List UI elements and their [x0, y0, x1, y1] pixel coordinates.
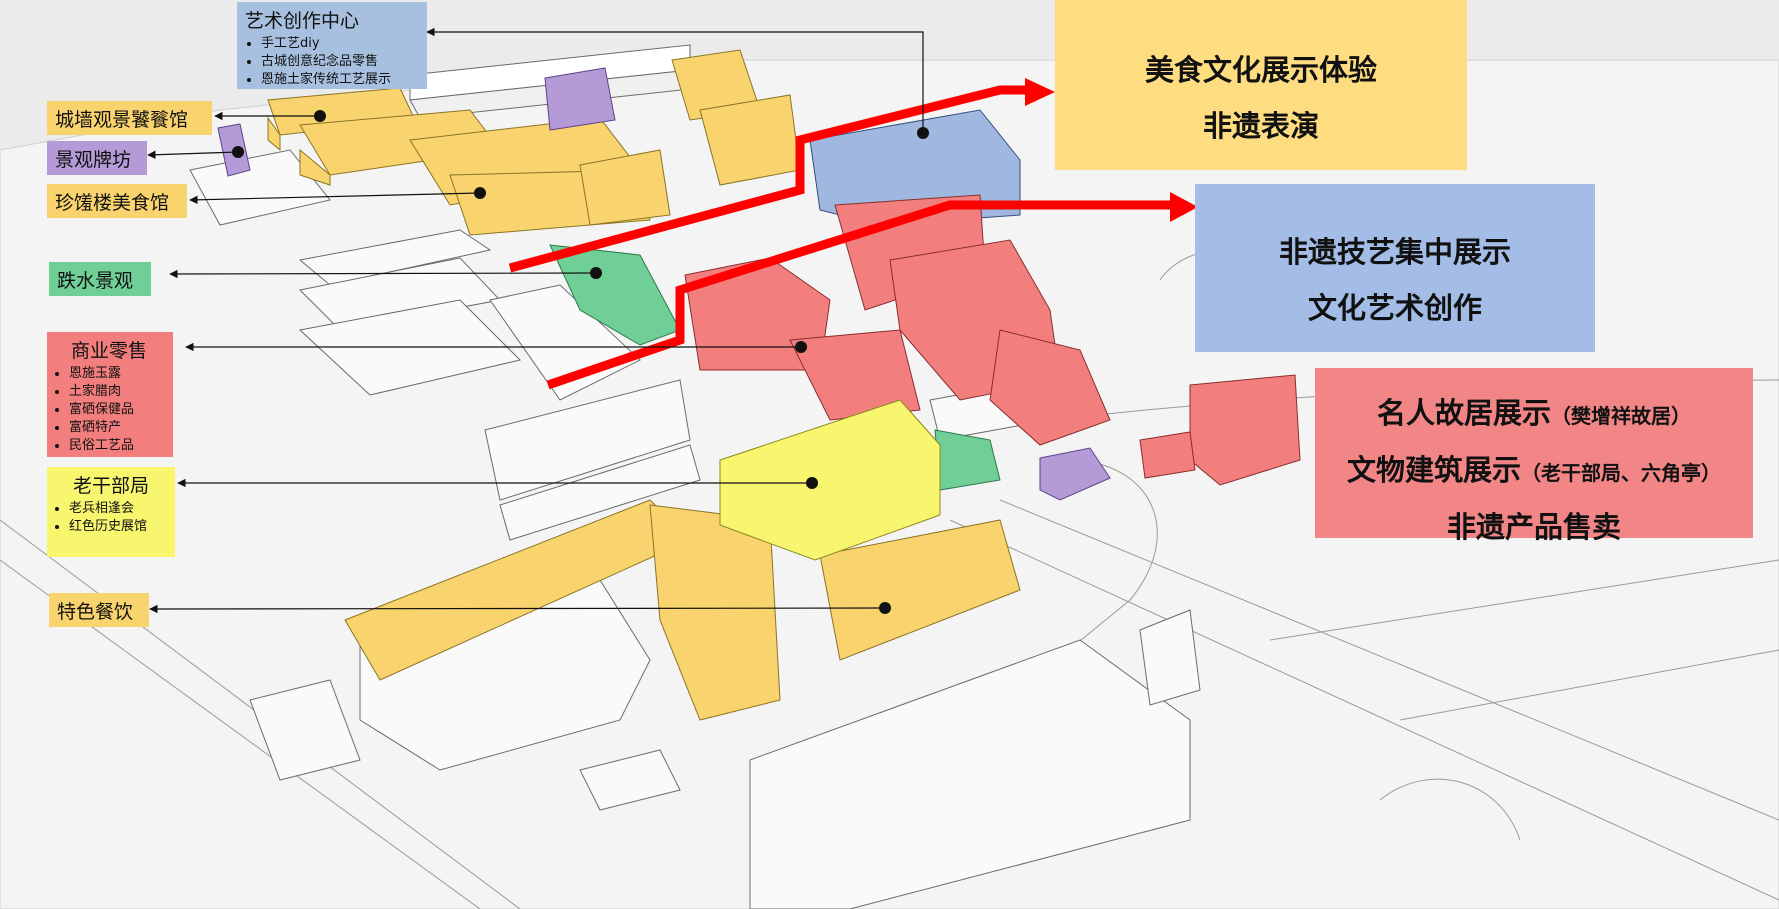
- label-zhenxi: 珍馐楼美食馆: [47, 184, 187, 218]
- label-veteran-title: 老干部局: [53, 471, 169, 498]
- callout-craft-line2: 文化艺术创作: [1195, 280, 1595, 336]
- list-item: 民俗工艺品: [69, 437, 165, 455]
- list-item: 土家腊肉: [69, 383, 165, 401]
- callout-food: 美食文化展示体验 非遗表演: [1055, 0, 1467, 170]
- callout-heritage-line1-main: 名人故居展示: [1377, 396, 1551, 430]
- list-item: 古城创意纪念品零售: [261, 53, 419, 71]
- callout-food-line1: 美食文化展示体验: [1055, 42, 1467, 98]
- label-archway-title: 景观牌坊: [55, 145, 139, 172]
- list-item: 老兵相逢会: [69, 500, 169, 518]
- callout-heritage-line1-sub: （樊增祥故居）: [1551, 404, 1691, 428]
- label-art-center: 艺术创作中心 手工艺diy 古城创意纪念品零售 恩施土家传统工艺展示: [237, 2, 427, 89]
- callout-craft-line1: 非遗技艺集中展示: [1195, 224, 1595, 280]
- label-wall-restaurant-title: 城墙观景饕餮馆: [55, 105, 204, 132]
- label-wall-restaurant: 城墙观景饕餮馆: [47, 101, 212, 135]
- callout-heritage-line2-main: 文物建筑展示: [1347, 453, 1521, 487]
- label-archway: 景观牌坊: [47, 141, 147, 175]
- label-dining-title: 特色餐饮: [57, 597, 141, 624]
- callout-heritage: 名人故居展示（樊增祥故居） 文物建筑展示（老干部局、六角亭） 非遗产品售卖: [1315, 368, 1753, 538]
- label-zhenxi-title: 珍馐楼美食馆: [55, 188, 179, 215]
- list-item: 富硒保健品: [69, 401, 165, 419]
- label-waterfall: 跌水景观: [49, 262, 151, 296]
- callout-food-line2: 非遗表演: [1055, 98, 1467, 154]
- callout-heritage-line2: 文物建筑展示（老干部局、六角亭）: [1315, 443, 1753, 500]
- label-dining: 特色餐饮: [49, 593, 149, 627]
- callout-heritage-line1: 名人故居展示（樊增祥故居）: [1315, 386, 1753, 443]
- label-retail-title: 商业零售: [53, 336, 165, 363]
- callout-heritage-line2-sub: （老干部局、六角亭）: [1521, 461, 1721, 485]
- list-item: 富硒特产: [69, 419, 165, 437]
- callout-heritage-line3: 非遗产品售卖: [1315, 500, 1753, 554]
- label-retail-list: 恩施玉露 土家腊肉 富硒保健品 富硒特产 民俗工艺品: [53, 365, 165, 455]
- label-veteran-list: 老兵相逢会 红色历史展馆: [53, 500, 169, 536]
- label-veteran: 老干部局 老兵相逢会 红色历史展馆: [47, 467, 175, 557]
- list-item: 红色历史展馆: [69, 518, 169, 536]
- callout-craft: 非遗技艺集中展示 文化艺术创作: [1195, 184, 1595, 352]
- label-retail: 商业零售 恩施玉露 土家腊肉 富硒保健品 富硒特产 民俗工艺品: [47, 332, 173, 457]
- label-art-center-list: 手工艺diy 古城创意纪念品零售 恩施土家传统工艺展示: [245, 35, 419, 89]
- list-item: 手工艺diy: [261, 35, 419, 53]
- label-waterfall-title: 跌水景观: [57, 266, 143, 293]
- list-item: 恩施玉露: [69, 365, 165, 383]
- label-art-center-title: 艺术创作中心: [245, 6, 419, 33]
- list-item: 恩施土家传统工艺展示: [261, 71, 419, 89]
